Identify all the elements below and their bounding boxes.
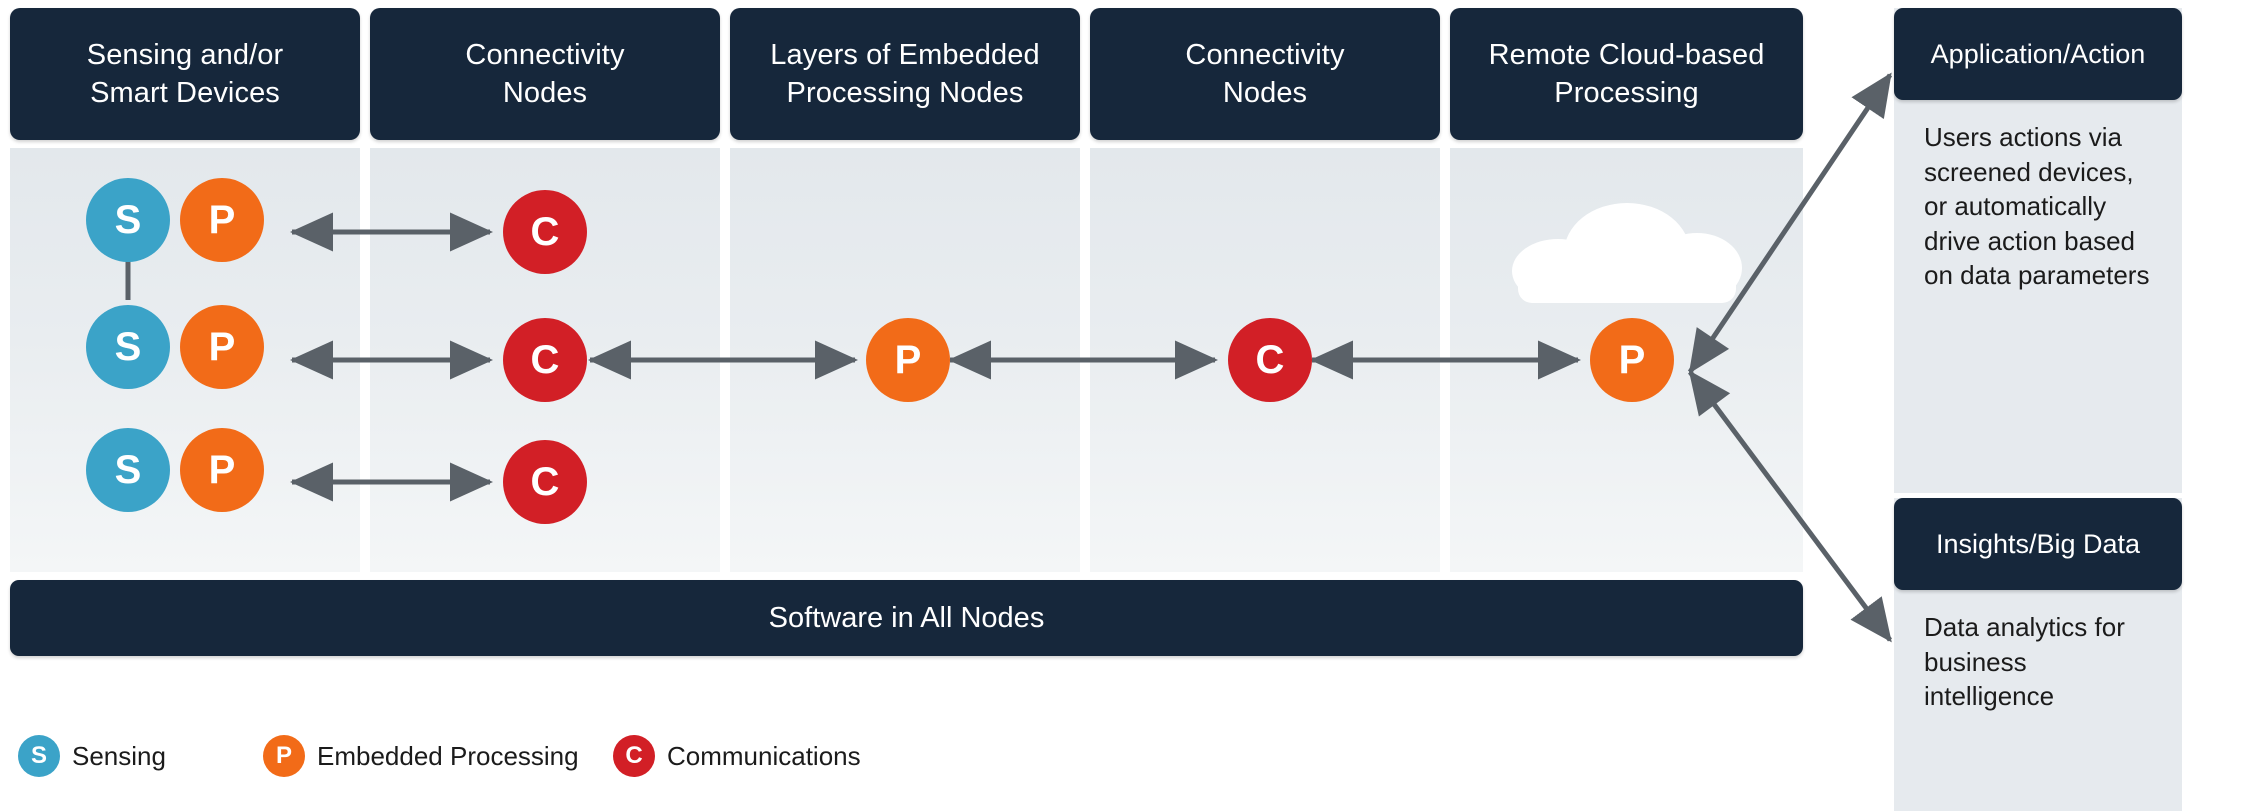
legend-glyph: C: [625, 742, 643, 769]
column-header-line1: Layers of Embedded: [770, 38, 1040, 71]
legend-communications-icon: C: [613, 735, 655, 777]
column-header-line2: Nodes: [502, 77, 588, 109]
node-label: C: [530, 210, 560, 254]
legend-sensing-icon: S: [18, 735, 60, 777]
node-embedded-processing-1[interactable]: P: [180, 178, 264, 262]
node-embedded-processing-mid[interactable]: P: [866, 318, 950, 402]
column-header-line2: Nodes: [1222, 77, 1308, 109]
node-communications-4[interactable]: C: [1228, 318, 1312, 402]
legend-sensing-label: Sensing: [72, 740, 166, 771]
node-sensing-1[interactable]: S: [86, 178, 170, 262]
software-in-all-nodes-bar: Software in All Nodes: [10, 580, 1803, 656]
node-cloud-processing[interactable]: P: [1590, 318, 1674, 402]
legend-embedded-processing-icon: P: [263, 735, 305, 777]
column-header-sensing-smart-devices: Sensing and/or Smart Devices: [10, 8, 360, 140]
column-header-line2: Processing Nodes: [786, 77, 1024, 109]
legend: S Sensing P Embedded Processing C Commun…: [18, 735, 861, 777]
panel-application-action: Application/Action Users actions via scr…: [1894, 8, 2182, 493]
node-label: C: [530, 460, 560, 504]
node-label: P: [208, 325, 236, 369]
panel-header-application-action: Application/Action: [1894, 8, 2182, 100]
column-header-line2: Smart Devices: [90, 77, 280, 109]
column-header-remote-cloud-processing: Remote Cloud-based Processing: [1450, 8, 1803, 140]
panel-title: Insights/Big Data: [1935, 528, 2141, 559]
node-label: P: [208, 198, 236, 242]
legend-item-sensing: S Sensing: [18, 735, 263, 777]
node-embedded-processing-3[interactable]: P: [180, 428, 264, 512]
legend-communications-label: Communications: [667, 740, 861, 771]
node-label: P: [894, 338, 922, 382]
node-label: S: [114, 448, 142, 492]
legend-glyph: S: [30, 742, 47, 769]
node-communications-2[interactable]: C: [503, 318, 587, 402]
node-sensing-3[interactable]: S: [86, 428, 170, 512]
column-header-connectivity-nodes-2: Connectivity Nodes: [1090, 8, 1440, 140]
legend-embedded-processing-label: Embedded Processing: [317, 740, 579, 771]
software-bar-label: Software in All Nodes: [768, 601, 1045, 634]
legend-glyph: P: [275, 742, 292, 769]
column-header-line1: Sensing and/or: [86, 38, 284, 71]
panel-body-application-action: Users actions via screened devices, or a…: [1924, 122, 2150, 291]
legend-item-communications: C Communications: [613, 735, 861, 777]
column-header-layers-embedded-processing: Layers of Embedded Processing Nodes: [730, 8, 1080, 140]
node-communications-3[interactable]: C: [503, 440, 587, 524]
node-embedded-processing-2[interactable]: P: [180, 305, 264, 389]
panel-insights-big-data: Insights/Big Data Data analytics for bus…: [1894, 498, 2182, 811]
panel-title: Application/Action: [1930, 38, 2146, 69]
column-header-line1: Connectivity: [1185, 38, 1345, 71]
column-header-line1: Remote Cloud-based: [1488, 38, 1765, 71]
node-label: C: [1255, 338, 1285, 382]
node-label: C: [530, 338, 560, 382]
node-communications-1[interactable]: C: [503, 190, 587, 274]
node-label: P: [1618, 338, 1646, 382]
panel-header-insights-big-data: Insights/Big Data: [1894, 498, 2182, 590]
node-label: S: [114, 198, 142, 242]
column-header-line1: Connectivity: [465, 38, 625, 71]
legend-item-embedded-processing: P Embedded Processing: [263, 735, 613, 777]
cloud-icon: [1512, 203, 1742, 303]
column-header-connectivity-nodes-1: Connectivity Nodes: [370, 8, 720, 140]
column-header-line2: Processing: [1554, 77, 1699, 109]
node-label: P: [208, 448, 236, 492]
node-label: S: [114, 325, 142, 369]
node-sensing-2[interactable]: S: [86, 305, 170, 389]
panel-body-insights-big-data: Data analytics for business intelligence: [1924, 612, 2125, 712]
